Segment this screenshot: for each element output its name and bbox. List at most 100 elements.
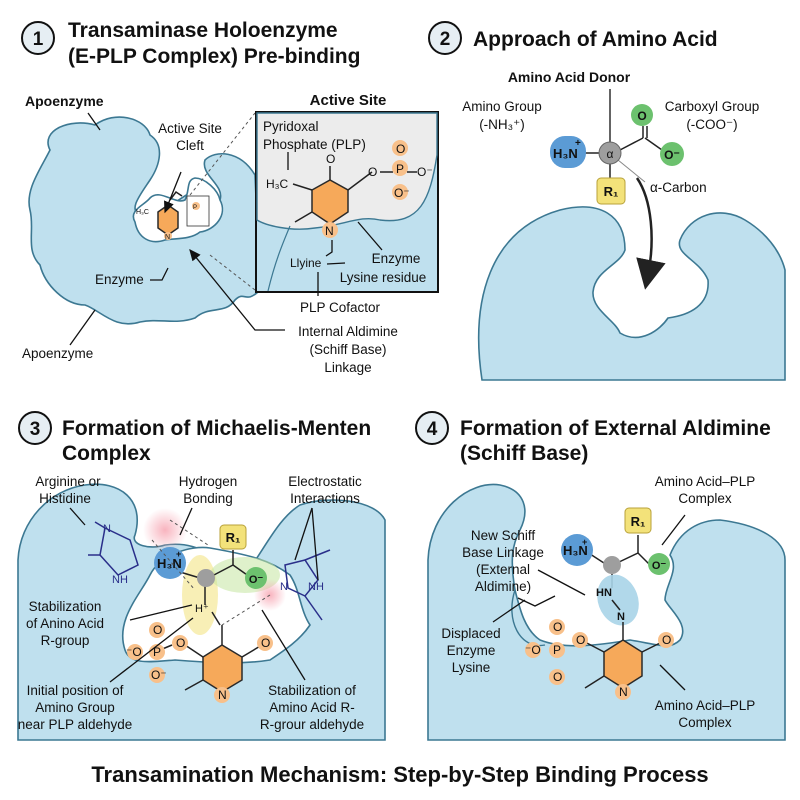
- svg-text:Cleft: Cleft: [176, 138, 204, 153]
- svg-text:Internal Aldimine: Internal Aldimine: [298, 324, 398, 339]
- step-number-badge: 1: [21, 21, 55, 55]
- svg-text:Hydrogen: Hydrogen: [179, 474, 238, 489]
- svg-text:(-NH₃⁺): (-NH₃⁺): [479, 117, 525, 132]
- external-aldimine-molecule: H₃N + R₁ O⁻ HN N O O N P O: [525, 507, 674, 700]
- svg-text:Pyridoxal: Pyridoxal: [263, 119, 319, 134]
- aldimine-arrow: [189, 248, 285, 331]
- svg-text:Aldimine): Aldimine): [475, 579, 531, 594]
- svg-text:N: N: [280, 581, 288, 593]
- svg-text:+: +: [575, 138, 581, 149]
- svg-text:Stabilization: Stabilization: [29, 599, 102, 614]
- svg-text:Active Site: Active Site: [158, 121, 222, 136]
- apoenzyme-label: Apoenzyme: [25, 93, 104, 109]
- svg-text:2: 2: [440, 29, 451, 50]
- panel-1: 1 Transaminase Holoenzyme (E-PLP Complex…: [21, 19, 439, 375]
- svg-text:near PLP aldehyde: near PLP aldehyde: [18, 717, 133, 732]
- svg-text:Lysine residue: Lysine residue: [340, 270, 427, 285]
- carboxylate-oxygen: [660, 142, 684, 166]
- svg-text:R₁: R₁: [604, 184, 619, 199]
- panel-1-title: Transaminase Holoenzyme: [68, 19, 338, 42]
- svg-text:3: 3: [30, 419, 41, 440]
- svg-text:P: P: [193, 205, 197, 211]
- histidine-right: [284, 549, 331, 621]
- svg-text:O: O: [396, 142, 405, 156]
- svg-text:O: O: [261, 636, 270, 650]
- svg-text:(Schiff Base): (Schiff Base): [309, 342, 386, 357]
- svg-text:Stabilization of: Stabilization of: [268, 683, 356, 698]
- amino-acid-molecule: H₃N + α O O⁻ R₁: [550, 104, 684, 205]
- svg-text:O⁻: O⁻: [664, 148, 680, 162]
- svg-text:Arginine or: Arginine or: [35, 474, 101, 489]
- svg-text:Amino Acid Donor: Amino Acid Donor: [508, 69, 631, 85]
- svg-text:O: O: [326, 152, 335, 166]
- svg-text:Enzyme: Enzyme: [447, 643, 496, 658]
- svg-text:Llyine: Llyine: [290, 256, 322, 270]
- svg-text:P: P: [396, 162, 404, 176]
- plp-cofactor-label: PLP Cofactor: [300, 300, 381, 315]
- svg-text:Amino Acid–PLP: Amino Acid–PLP: [655, 698, 756, 713]
- step-number-badge: 2: [428, 21, 462, 55]
- svg-text:Base Linkage: Base Linkage: [462, 545, 544, 560]
- svg-text:NH: NH: [308, 581, 324, 593]
- svg-text:4: 4: [427, 419, 438, 440]
- svg-text:Active Site: Active Site: [310, 92, 387, 109]
- amino-group-badge: [550, 136, 586, 168]
- apoenzyme-bottom-pointer: [69, 309, 96, 346]
- svg-text:+: +: [582, 537, 587, 547]
- svg-text:N: N: [218, 688, 227, 702]
- svg-text:N: N: [617, 611, 625, 623]
- svg-text:Amino Group: Amino Group: [462, 99, 542, 114]
- svg-text:O: O: [576, 633, 585, 647]
- panel-2: 2 Approach of Amino Acid Amino Acid Dono…: [428, 21, 786, 381]
- svg-text:H₃N: H₃N: [553, 146, 578, 161]
- apoenzyme-bottom-label: Apoenzyme: [22, 346, 93, 361]
- svg-text:N: N: [325, 224, 334, 238]
- enzyme-label: Enzyme: [95, 272, 144, 287]
- panel-3: 3 Formation of Michaelis-Menten Complex …: [17, 411, 386, 741]
- svg-text:R₁: R₁: [631, 514, 646, 529]
- svg-text:O: O: [662, 633, 671, 647]
- panel-4-title: Formation of External Aldimine: [460, 417, 771, 440]
- panel-3-title: Formation of Michaelis-Menten: [62, 417, 371, 440]
- svg-text:Initial position of: Initial position of: [27, 683, 124, 698]
- step-number-badge: 4: [415, 411, 449, 445]
- svg-text:α: α: [607, 147, 614, 161]
- enzyme-pointer: [150, 267, 169, 281]
- svg-text:Electrostatic: Electrostatic: [288, 474, 362, 489]
- svg-text:Lysine: Lysine: [452, 660, 491, 675]
- svg-text:N: N: [165, 234, 170, 241]
- svg-text:Complex: Complex: [678, 491, 732, 506]
- svg-text:Amino Acid–PLP: Amino Acid–PLP: [655, 474, 756, 489]
- svg-text:O: O: [553, 620, 562, 634]
- svg-text:⁻O: ⁻O: [525, 643, 541, 657]
- svg-text:R₁: R₁: [226, 530, 241, 545]
- svg-text:O⁻: O⁻: [249, 574, 264, 586]
- svg-text:Amino Group: Amino Group: [35, 700, 115, 715]
- plp-panel-3: O O N P O O⁻ ⁻O: [126, 622, 273, 703]
- svg-text:O⁻: O⁻: [417, 165, 433, 179]
- svg-text:Bonding: Bonding: [183, 491, 233, 506]
- r-group-badge: [596, 177, 626, 205]
- svg-text:O: O: [153, 623, 162, 637]
- cleft-arrow: [164, 171, 182, 214]
- svg-text:R-group: R-group: [41, 633, 90, 648]
- svg-text:(External: (External: [476, 562, 530, 577]
- svg-text:O⁻: O⁻: [394, 186, 410, 200]
- enzyme-with-pocket: [477, 206, 786, 381]
- svg-text:Complex: Complex: [678, 715, 732, 730]
- svg-text:O⁻: O⁻: [151, 668, 167, 682]
- active-site-inset: Active Site Pyridoxal Phosphate (PLP) H₃…: [255, 92, 439, 296]
- svg-text:H₃C: H₃C: [136, 209, 149, 216]
- svg-text:Complex: Complex: [62, 442, 151, 465]
- svg-text:+: +: [176, 549, 181, 559]
- svg-text:H₃N: H₃N: [563, 543, 588, 558]
- panel-2-title: Approach of Amino Acid: [473, 28, 718, 51]
- svg-text:Displaced: Displaced: [441, 626, 500, 641]
- figure-title: Transamination Mechanism: Step-by-Step B…: [91, 762, 708, 787]
- panel-4: 4 Formation of External Aldimine (Schiff…: [415, 411, 786, 741]
- svg-text:P: P: [553, 643, 561, 657]
- step-number-badge: 3: [18, 411, 52, 445]
- svg-text:NH: NH: [112, 574, 128, 586]
